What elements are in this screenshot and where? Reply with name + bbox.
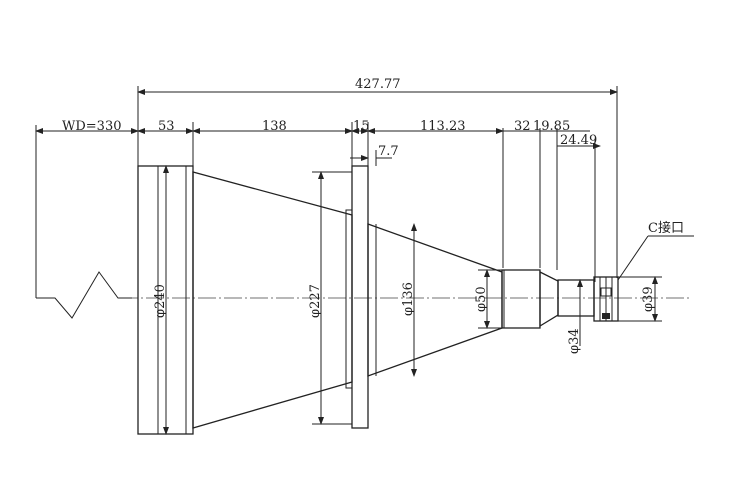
dimension-lines: [35, 89, 618, 161]
dim-15: 15: [353, 119, 370, 134]
dia-39: φ39: [641, 286, 656, 312]
front-cone: [192, 171, 353, 429]
dim-53: 53: [158, 119, 175, 134]
diameter-lines: [163, 165, 662, 435]
dim-working-distance: WD=330: [62, 119, 122, 134]
dim-138: 138: [262, 119, 287, 134]
c-mount-leader: [617, 235, 649, 281]
lens-body: [137, 165, 619, 435]
middle-flange: [351, 165, 369, 429]
dia-227: φ227: [308, 284, 323, 318]
working-distance-break-line: [36, 271, 132, 319]
dia-136: φ136: [401, 282, 416, 316]
barrel-50: [501, 269, 541, 329]
dim-32: 32: [514, 119, 531, 134]
dim-total-length: 427.77: [355, 77, 401, 92]
dim-24-49: 24.49: [560, 133, 597, 148]
c-mount-label: C接口: [648, 220, 684, 236]
dim-113-23: 113.23: [420, 119, 466, 134]
dia-240: φ240: [153, 284, 168, 318]
dia-50: φ50: [474, 286, 489, 312]
dim-19-85: 19.85: [533, 119, 570, 134]
dim-7-7: 7.7: [378, 144, 399, 159]
dia-34: φ34: [567, 328, 582, 354]
barrel-taper: [539, 270, 559, 328]
extension-lines: [35, 86, 618, 298]
